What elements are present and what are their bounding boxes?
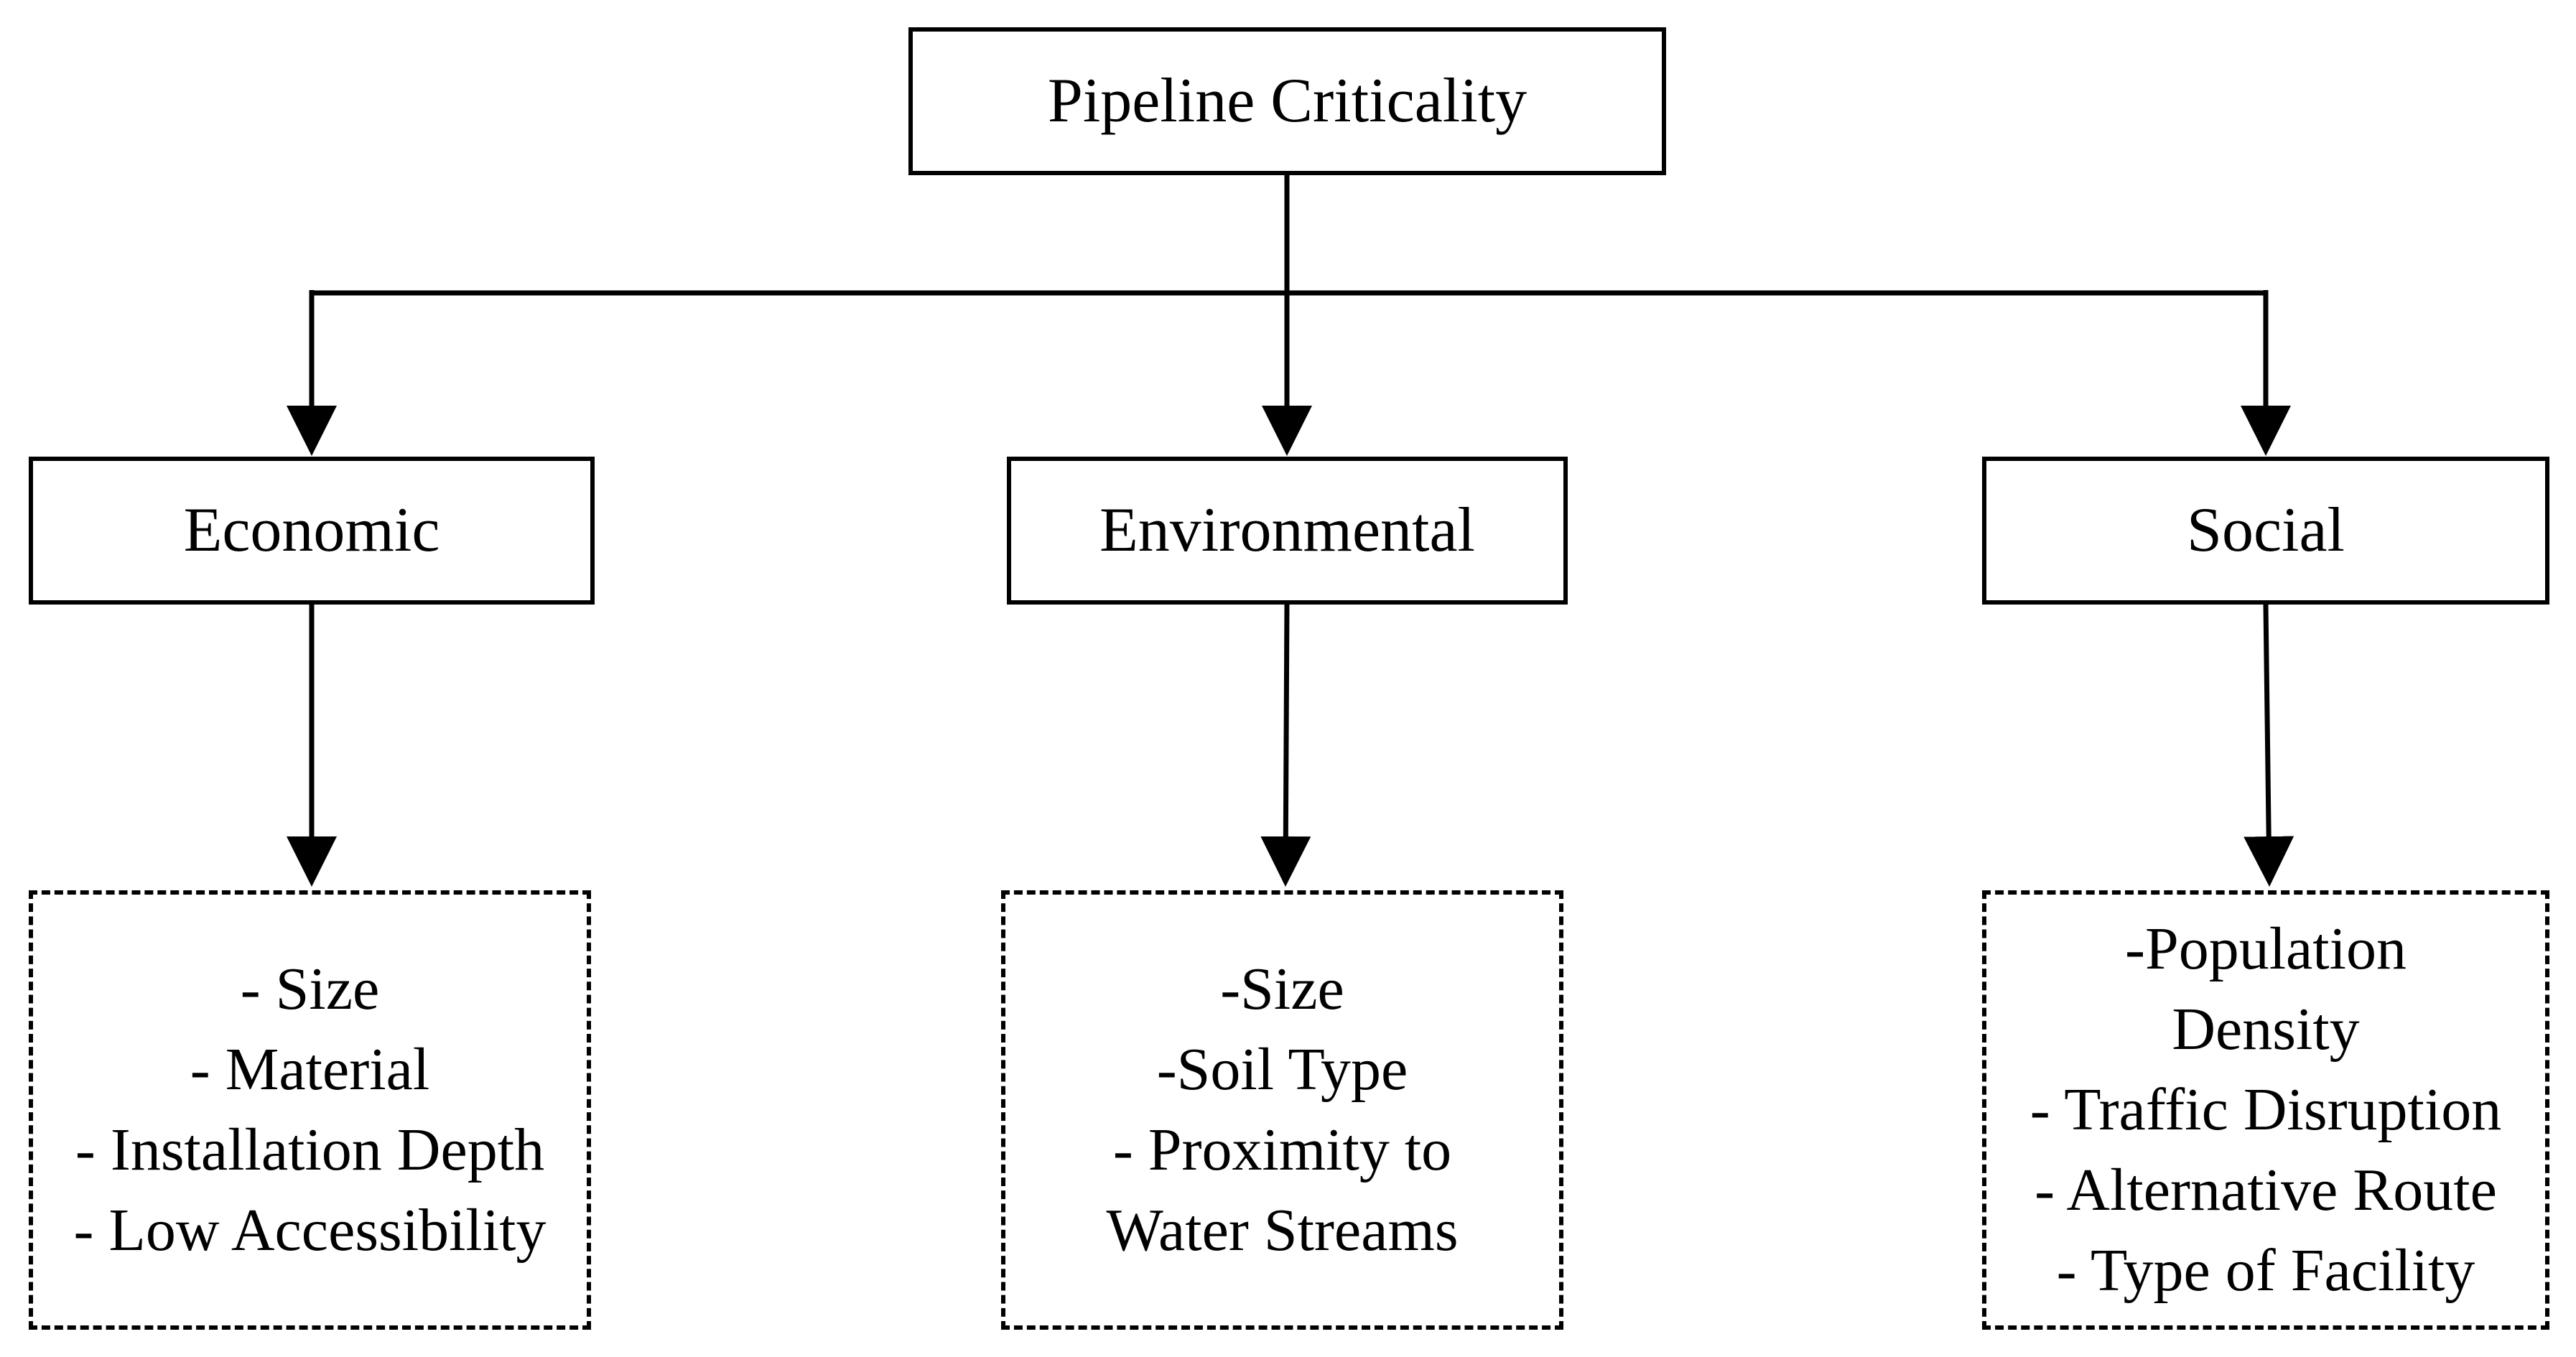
- factors-economic: - Size - Material - Installation Depth -…: [29, 890, 591, 1330]
- factor-item: - Type of Facility: [2056, 1237, 2475, 1304]
- factor-item: - Traffic Disruption: [2029, 1076, 2502, 1143]
- factor-item: -Size: [1220, 956, 1344, 1022]
- factor-item: - Low Accessibility: [73, 1197, 547, 1264]
- factor-item: -Soil Type: [1156, 1036, 1408, 1103]
- root-node: Pipeline Criticality: [908, 27, 1666, 175]
- category-economic: Economic: [29, 457, 595, 605]
- factors-environmental: -Size -Soil Type - Proximity to Water St…: [1001, 890, 1563, 1330]
- arrow-social-to-factors: [2243, 604, 2294, 887]
- category-environmental: Environmental: [1007, 457, 1568, 605]
- factor-item: - Proximity to: [1112, 1116, 1452, 1183]
- factor-item: - Alternative Route: [2035, 1157, 2497, 1223]
- factor-item: - Installation Depth: [75, 1116, 545, 1183]
- factors-economic-list: - Size - Material - Installation Depth -…: [74, 949, 547, 1271]
- factor-item: - Size: [240, 956, 380, 1022]
- category-economic-label: Economic: [183, 495, 440, 565]
- arrow-environmental-to-factors: [1260, 604, 1311, 887]
- root-label: Pipeline Criticality: [1047, 66, 1528, 136]
- category-social-label: Social: [2187, 495, 2345, 565]
- factors-social-list: -Population Density - Traffic Disruption…: [2030, 909, 2501, 1311]
- factor-item: Density: [2172, 996, 2360, 1063]
- factor-item: - Material: [190, 1036, 430, 1103]
- category-environmental-label: Environmental: [1099, 495, 1475, 565]
- factors-environmental-list: -Size -Soil Type - Proximity to Water St…: [1106, 949, 1458, 1271]
- factor-item: Water Streams: [1106, 1197, 1459, 1264]
- factors-social: -Population Density - Traffic Disruption…: [1982, 890, 2549, 1330]
- factor-item: -Population: [2125, 915, 2407, 982]
- category-social: Social: [1982, 457, 2549, 605]
